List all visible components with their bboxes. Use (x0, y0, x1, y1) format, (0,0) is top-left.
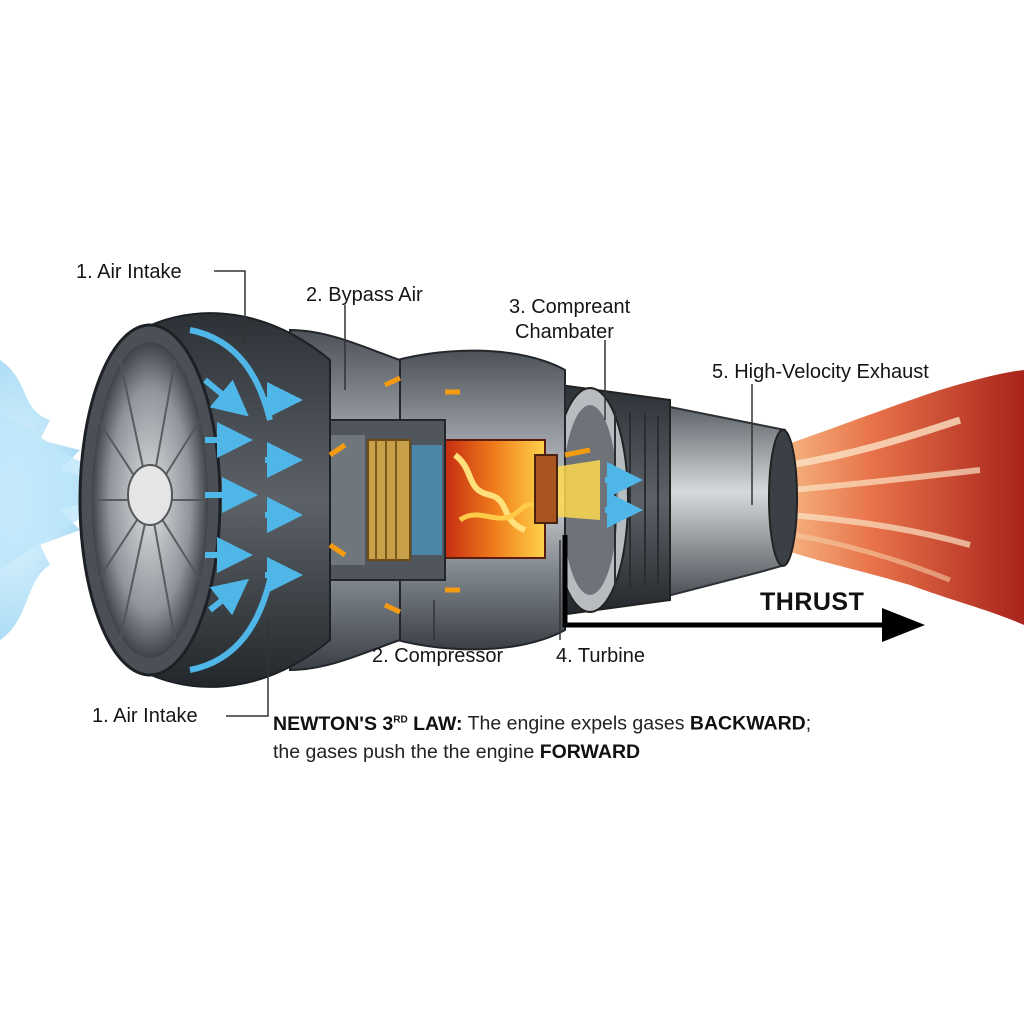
note-line-1: NEWTON'S 3RD LAW: The engine expels gase… (273, 706, 811, 738)
note-emphasis-forward: FORWARD (539, 740, 641, 763)
exhaust-plume (770, 370, 1024, 625)
note-title-suffix: LAW: (407, 712, 463, 735)
note-line2-text: the gases push the the engine (273, 740, 540, 763)
turbine-label: 4. Turbine (556, 645, 645, 667)
fan-nacelle (78, 312, 331, 688)
note-text-1: The engine expels gases (462, 712, 690, 735)
note-title-prefix: NEWTON'S 3 (273, 712, 394, 735)
newtons-law-note: NEWTON'S 3RD LAW: The engine expels gase… (273, 706, 811, 766)
air-intake-label-bottom: 1. Air Intake (92, 705, 198, 727)
air-intake-label-top: 1. Air Intake (76, 261, 182, 283)
leader-lines (214, 270, 753, 717)
note-line-2: the gases push the the engine FORWARD (273, 738, 811, 766)
exhaust-nozzle (659, 403, 798, 600)
note-emphasis-backward: BACKWARD (689, 712, 806, 735)
thrust-arrow (562, 535, 925, 642)
thrust-label: THRUST (760, 588, 865, 616)
note-title-sup: RD (393, 714, 408, 725)
bypass-air-label: 2. Bypass Air (306, 284, 423, 306)
intake-air-flow (0, 360, 130, 640)
combustion-chamber-label-line1: 3. Comprеant (509, 296, 631, 318)
note-title: NEWTON'S 3RD LAW: (273, 713, 463, 735)
combustion-chamber-label-line2: Chambater (515, 321, 614, 343)
note-text-2: ; (805, 712, 812, 735)
exhaust-label: 5. High-Velocity Exhaust (712, 361, 929, 383)
compressor-label: 2. Compressor (372, 645, 504, 667)
airflow-arrows (203, 377, 643, 616)
hot-gas-arrows (328, 375, 591, 615)
